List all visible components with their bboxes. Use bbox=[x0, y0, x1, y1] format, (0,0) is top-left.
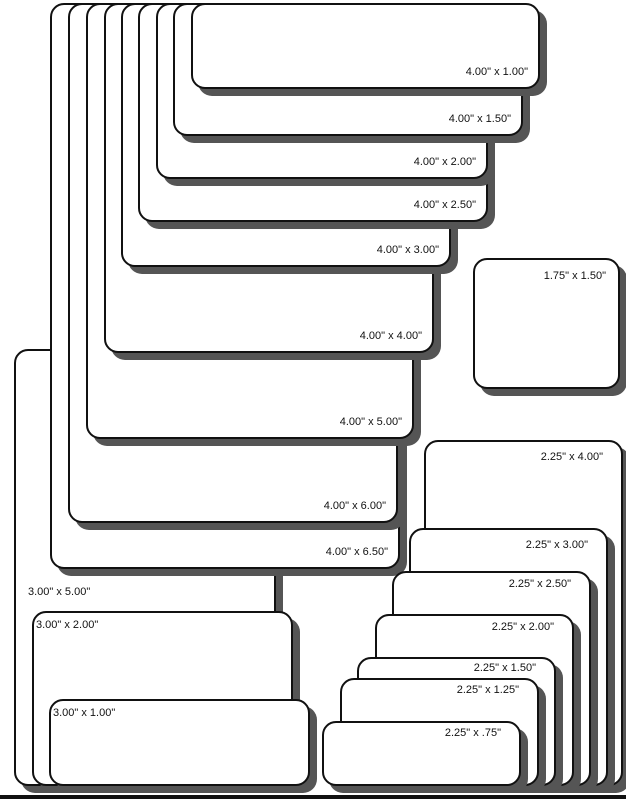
card-label: 4.00" x 4.00" bbox=[359, 330, 422, 342]
card-label: 4.00" x 6.00" bbox=[323, 500, 386, 512]
card-label: 2.25" x 2.00" bbox=[491, 621, 554, 633]
card-4x1: 4.00" x 1.00" bbox=[191, 3, 540, 89]
card-2-25x-75: 2.25" x .75" bbox=[322, 721, 521, 786]
card-label: 2.25" x 1.50" bbox=[473, 662, 536, 674]
card-label: 3.00" x 1.00" bbox=[53, 707, 116, 719]
card-label: 3.00" x 2.00" bbox=[36, 619, 99, 631]
card-label: 4.00" x 1.50" bbox=[448, 113, 511, 125]
card-label: 2.25" x 4.00" bbox=[540, 451, 603, 463]
card-label: 4.00" x 2.00" bbox=[413, 156, 476, 168]
card-3x1: 3.00" x 1.00" bbox=[49, 699, 310, 786]
card-label: 2.25" x 3.00" bbox=[525, 539, 588, 551]
baseline-rule bbox=[0, 795, 626, 799]
card-label: 4.00" x 1.00" bbox=[465, 66, 528, 78]
card-label: 2.25" x 1.25" bbox=[456, 684, 519, 696]
card-1-75x1-5: 1.75" x 1.50" bbox=[473, 258, 620, 389]
card-label: 2.25" x .75" bbox=[444, 727, 501, 739]
card-label: 2.25" x 2.50" bbox=[508, 578, 571, 590]
card-label: 4.00" x 3.00" bbox=[376, 244, 439, 256]
card-label: 4.00" x 5.00" bbox=[339, 416, 402, 428]
card-label: 3.00" x 5.00" bbox=[28, 586, 91, 598]
card-label: 1.75" x 1.50" bbox=[543, 270, 606, 282]
card-label: 4.00" x 2.50" bbox=[413, 199, 476, 211]
card-label: 4.00" x 6.50" bbox=[325, 546, 388, 558]
